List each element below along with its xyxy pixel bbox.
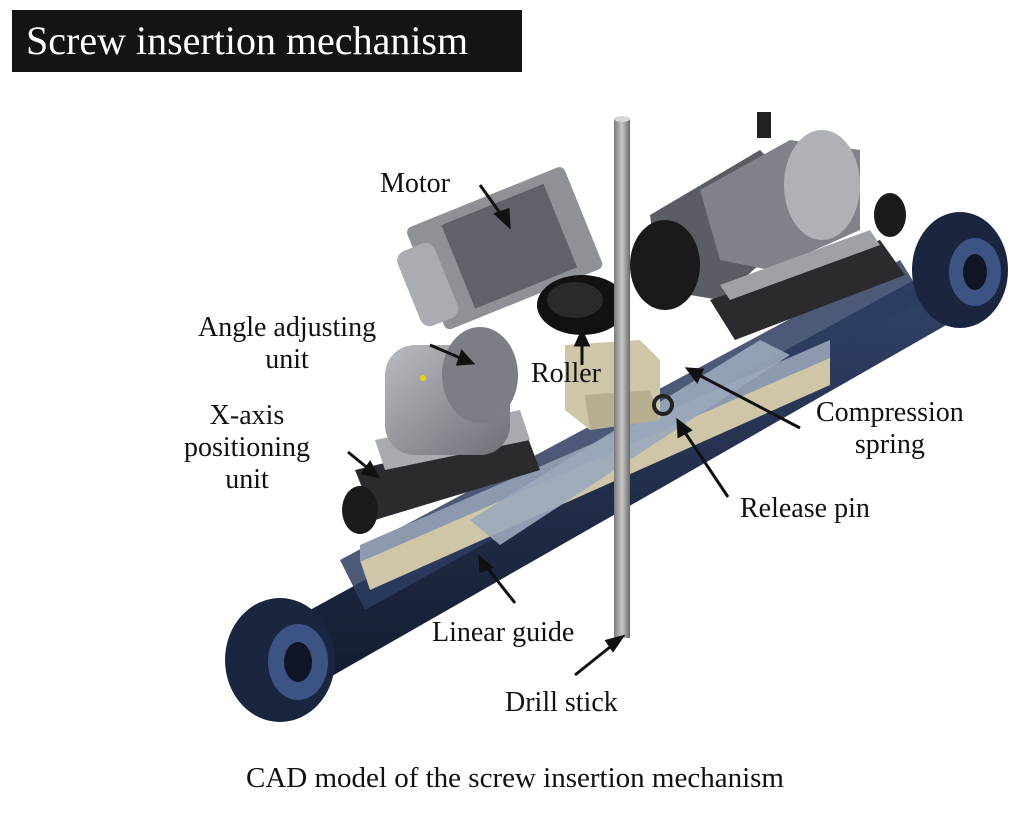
wheel-right <box>912 212 1008 328</box>
arrow-release <box>680 427 730 498</box>
right-xaxis-unit <box>710 193 906 340</box>
arrow-angle-head <box>455 349 476 366</box>
arrow-xaxis-head <box>360 460 380 479</box>
arrow-linear-guide-head <box>478 554 494 574</box>
label-angle-adjusting-unit: Angle adjusting unit <box>198 312 377 375</box>
label-drill-stick: Drill stick <box>505 687 618 718</box>
label-compression-spring: Compression spring <box>816 397 964 460</box>
arrow-roller-head <box>573 328 591 347</box>
label-linear-guide: Linear guide <box>432 617 575 648</box>
arrow-linear-guide <box>483 564 517 604</box>
arrow-release-head <box>676 417 693 439</box>
arrow-compression <box>694 371 801 430</box>
arrow-drill <box>574 641 616 677</box>
label-roller: Roller <box>531 358 601 389</box>
right-motor <box>630 112 860 310</box>
wheel-left <box>225 598 335 722</box>
figure-caption: CAD model of the screw insertion mechani… <box>246 762 784 794</box>
arrow-drill-head <box>604 634 626 653</box>
label-motor: Motor <box>380 168 450 199</box>
left-angle-unit <box>385 327 518 455</box>
arrow-motor-head <box>493 207 511 230</box>
left-motor <box>397 167 603 330</box>
roller <box>537 275 627 335</box>
label-xaxis-positioning-unit: X-axis positioning unit <box>184 400 311 495</box>
arrow-compression-head <box>684 367 705 384</box>
label-release-pin: Release pin <box>740 493 870 524</box>
annotation-arrows <box>347 184 801 677</box>
drill-stick <box>614 116 630 638</box>
page-title: Screw insertion mechanism <box>12 10 522 72</box>
